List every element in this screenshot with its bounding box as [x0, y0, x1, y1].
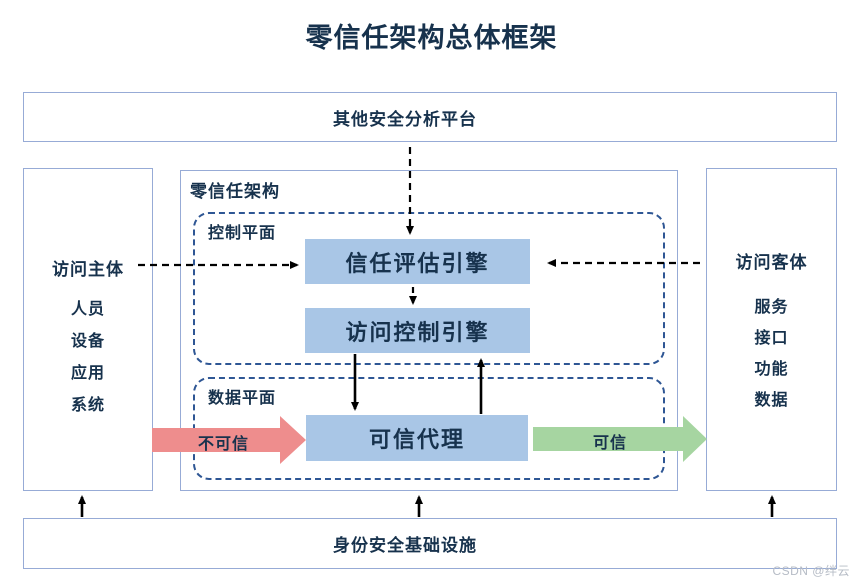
trusted-flow-arrow	[533, 416, 707, 462]
object-item-interface: 接口	[754, 330, 789, 347]
data-plane-label: 数据平面	[208, 390, 277, 407]
control-plane-label: 控制平面	[208, 225, 277, 242]
control-plane-region: 控制平面	[193, 212, 665, 365]
object-item-data: 数据	[754, 392, 789, 409]
other-analysis-platform-box: 其他安全分析平台	[23, 92, 837, 142]
trusted-proxy-box: 可信代理	[306, 415, 528, 461]
identity-infrastructure-label: 身份安全基础设施	[333, 536, 477, 555]
object-item-service: 服务	[754, 299, 789, 316]
access-control-engine-box: 访问控制引擎	[305, 308, 530, 353]
access-subject-title: 访问主体	[52, 260, 124, 279]
other-analysis-platform-label: 其他安全分析平台	[333, 109, 477, 129]
zero-trust-container: 零信任架构	[180, 170, 678, 491]
access-object-box: 访问客体 服务 接口 功能 数据	[706, 168, 837, 491]
subject-item-device: 设备	[70, 333, 105, 350]
subject-item-app: 应用	[70, 365, 105, 382]
untrusted-flow-arrow	[152, 416, 306, 464]
trust-evaluation-engine-box: 信任评估引擎	[305, 239, 530, 284]
trust-evaluation-engine-label: 信任评估引擎	[345, 250, 490, 276]
access-object-title: 访问客体	[735, 253, 808, 272]
identity-infrastructure-box: 身份安全基础设施	[23, 518, 837, 569]
trusted-proxy-label: 可信代理	[368, 427, 465, 452]
object-item-function: 功能	[754, 361, 789, 378]
access-control-engine-label: 访问控制引擎	[345, 319, 490, 345]
access-subject-box: 访问主体 人员 设备 应用 系统	[23, 168, 153, 491]
subject-item-system: 系统	[70, 397, 105, 414]
zero-trust-label: 零信任架构	[190, 182, 280, 201]
untrusted-flow-label: 不可信	[198, 436, 250, 453]
csdn-watermark: CSDN @绊云	[772, 564, 850, 578]
trusted-flow-label: 可信	[592, 435, 627, 452]
subject-item-person: 人员	[70, 301, 105, 318]
page-title: 零信任架构总体框架	[305, 23, 558, 53]
